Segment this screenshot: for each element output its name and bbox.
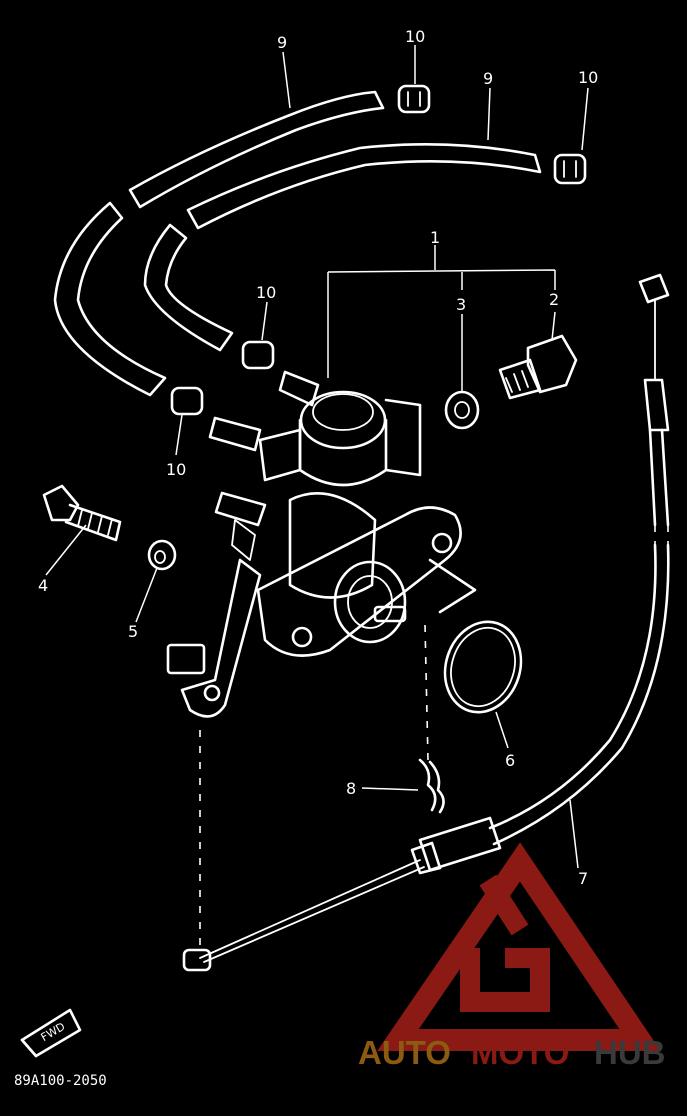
- callout-9-left: 9: [277, 33, 287, 52]
- callout-5: 5: [128, 622, 138, 641]
- clamp-mid: [241, 340, 275, 370]
- callout-6: 6: [505, 751, 515, 770]
- cable-part-7: [182, 273, 670, 972]
- alignment-line-cable: [654, 525, 669, 545]
- hose-upper-right: [143, 143, 542, 352]
- watermark-hub: HUB: [594, 1034, 666, 1071]
- hose-upper-left: [53, 90, 385, 397]
- callout-labels: 9 9 10 10 10 10 1 2 3 4 5 6 7 8: [38, 27, 598, 888]
- alignment-line-clip: [424, 624, 429, 761]
- callout-9-right: 9: [483, 69, 493, 88]
- oil-pump-assembly: [166, 370, 477, 718]
- callout-10-top: 10: [405, 27, 425, 46]
- callout-3: 3: [456, 295, 466, 314]
- callout-4: 4: [38, 576, 48, 595]
- callout-10-mid: 10: [256, 283, 276, 302]
- clamp-right: [553, 153, 587, 185]
- bolt-part-2: [498, 334, 578, 400]
- watermark-moto: MOTO: [471, 1034, 569, 1071]
- clamp-left: [170, 386, 204, 416]
- watermark-auto: AUTO: [358, 1034, 451, 1071]
- callout-10-left: 10: [166, 460, 186, 479]
- callout-7: 7: [578, 869, 588, 888]
- clamp-top: [397, 84, 431, 114]
- leader-lines: [45, 45, 589, 869]
- callout-8: 8: [346, 779, 356, 798]
- callout-10-right: 10: [578, 68, 598, 87]
- bolt-part-4: [42, 484, 122, 542]
- washer-part-5: [147, 539, 177, 571]
- washer-part-3: [444, 390, 480, 430]
- callout-2: 2: [549, 290, 559, 309]
- watermark-logo: [377, 842, 661, 1051]
- diagram-code: 89A100-2050: [14, 1073, 107, 1089]
- watermark-text: AUTO MOTO HUB: [358, 1034, 666, 1071]
- clip-part-8: [418, 758, 445, 814]
- fwd-arrow-icon: FWD: [20, 1008, 82, 1058]
- callout-1: 1: [430, 228, 440, 247]
- o-ring-part-6: [443, 620, 523, 714]
